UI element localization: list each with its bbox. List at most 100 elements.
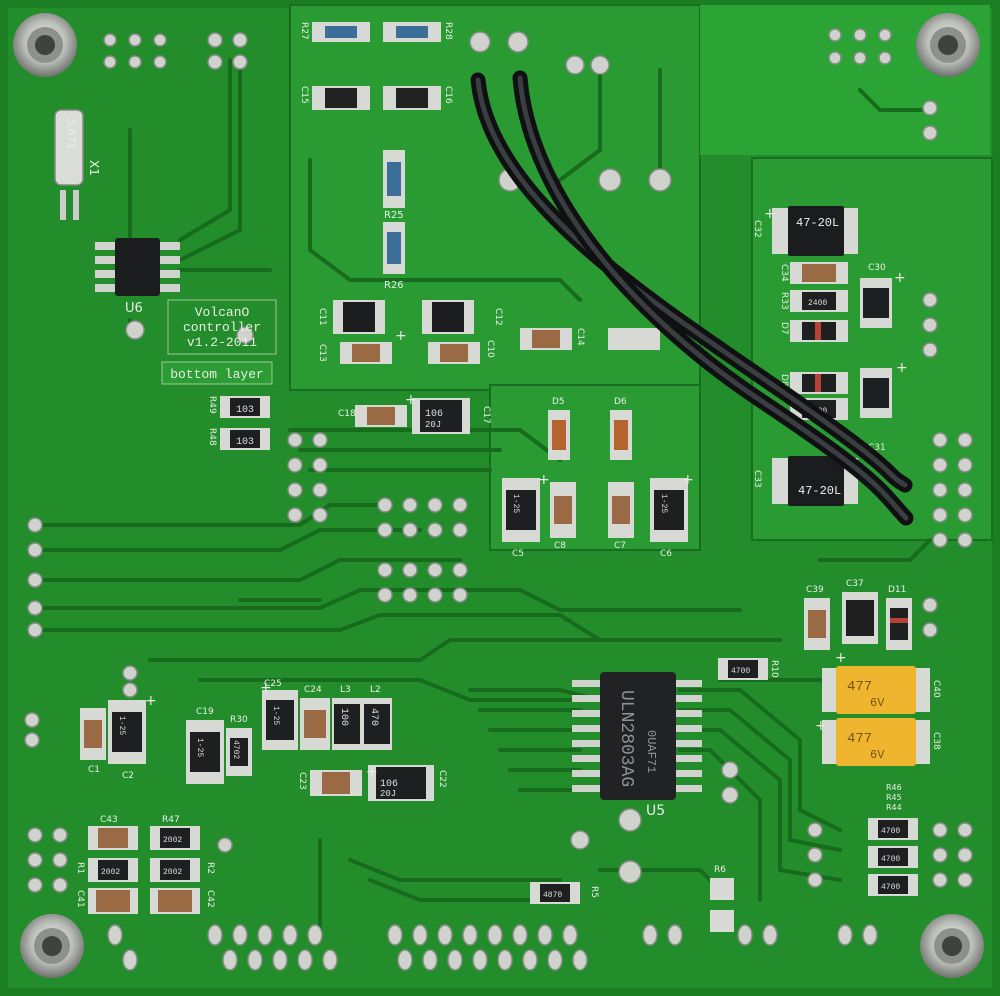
- svg-text:R1: R1: [75, 862, 85, 874]
- svg-text:R46: R46: [886, 783, 902, 792]
- mounting-nut-tl: [13, 13, 77, 77]
- l3-marking: 100: [338, 708, 349, 726]
- svg-text:C40: C40: [931, 680, 941, 698]
- svg-text:R10: R10: [769, 660, 779, 678]
- svg-text:C10: C10: [485, 340, 495, 358]
- c38-marking: 477: [847, 731, 872, 747]
- svg-text:+: +: [815, 718, 827, 734]
- svg-text:R47: R47: [162, 815, 180, 825]
- svg-text:C1: C1: [88, 765, 100, 775]
- svg-text:C25: C25: [264, 679, 282, 689]
- r44-marking: 4700: [881, 883, 900, 892]
- c32-marking: 47-20L: [796, 216, 839, 230]
- r45-marking: 4700: [881, 855, 900, 864]
- svg-text:+: +: [145, 693, 157, 709]
- svg-text:C42: C42: [205, 890, 215, 908]
- board-name-line2: controller: [183, 320, 261, 335]
- svg-text:C16: C16: [443, 86, 453, 104]
- u5-part-number: ULN2803AG: [616, 690, 636, 787]
- svg-text:C43: C43: [100, 815, 118, 825]
- svg-text:R30: R30: [230, 715, 248, 725]
- l2-marking: 470: [368, 708, 379, 726]
- header-pads: [24, 28, 973, 893]
- r30-marking: 4702: [231, 740, 240, 759]
- chip-u5: ULN2803AG 0UAF71 U5: [572, 672, 702, 819]
- svg-text:C31: C31: [868, 443, 886, 453]
- r2-marking: 2002: [163, 868, 182, 877]
- r47-marking: 2002: [163, 836, 182, 845]
- svg-text:D5: D5: [552, 397, 565, 407]
- svg-text:R27: R27: [299, 22, 309, 40]
- svg-text:C38: C38: [931, 732, 941, 750]
- svg-text:R48: R48: [207, 428, 217, 446]
- svg-text:C11: C11: [317, 308, 327, 326]
- u5-label: U5: [646, 803, 665, 819]
- chip-u6: U6: [95, 238, 180, 316]
- svg-text:R6: R6: [714, 865, 726, 875]
- svg-text:C12: C12: [493, 308, 503, 326]
- c40-marking: 477: [847, 679, 872, 695]
- svg-text:C33: C33: [752, 470, 762, 488]
- svg-text:R45: R45: [886, 793, 902, 802]
- c40-voltage: 6V: [870, 696, 885, 710]
- svg-text:+: +: [682, 472, 694, 488]
- board-title-block: VolcanO controller v1.2-2011 bottom laye…: [161, 299, 277, 385]
- c19-marking: 1-25: [195, 738, 204, 757]
- svg-text:R33: R33: [779, 292, 789, 310]
- svg-text:C14: C14: [575, 328, 585, 346]
- svg-text:C37: C37: [846, 579, 864, 589]
- c2-marking: 1-25: [117, 716, 126, 735]
- svg-text:C8: C8: [554, 541, 566, 551]
- c25-marking: 1-25: [271, 706, 280, 725]
- svg-text:+: +: [894, 270, 906, 286]
- svg-text:C30: C30: [868, 263, 886, 273]
- svg-text:+: +: [896, 360, 908, 376]
- svg-text:L3: L3: [340, 685, 351, 695]
- c33-marking: 47-20L: [798, 484, 841, 498]
- svg-text:C41: C41: [75, 890, 85, 908]
- crystal-label: X1: [87, 160, 101, 176]
- u6-label: U6: [125, 301, 143, 316]
- svg-text:C19: C19: [196, 707, 214, 717]
- board-name-line1: VolcanO: [195, 305, 250, 320]
- svg-text:D6: D6: [614, 397, 627, 407]
- c6-marking: 1-25: [659, 494, 668, 513]
- svg-text:C2: C2: [122, 771, 134, 781]
- mounting-nut-bl: [20, 914, 84, 978]
- polarity-marks: + + + + + + + + + + + +: [145, 206, 908, 780]
- traces: [28, 58, 932, 942]
- svg-text:C24: C24: [304, 685, 322, 695]
- svg-text:C22: C22: [437, 770, 447, 788]
- svg-text:R28: R28: [443, 22, 453, 40]
- svg-text:C18: C18: [338, 409, 356, 419]
- r33-marking: 2400: [808, 299, 827, 308]
- c17-marking: 106: [425, 409, 443, 420]
- svg-text:C17: C17: [481, 406, 491, 424]
- c17-marking-2: 20J: [425, 420, 441, 430]
- r1-marking: 2002: [101, 868, 120, 877]
- r49-marking: 103: [236, 405, 254, 416]
- svg-text:C23: C23: [297, 772, 307, 790]
- svg-text:R44: R44: [886, 803, 902, 812]
- u5-lot-code: 0UAF71: [644, 730, 658, 773]
- crystal-x1: 3.871 X1: [54, 109, 101, 220]
- bottom-connector-pads: [107, 924, 878, 971]
- c5-marking: 1-25: [511, 494, 520, 513]
- svg-text:R5: R5: [589, 886, 599, 898]
- svg-text:+: +: [395, 328, 407, 344]
- svg-text:D11: D11: [888, 585, 906, 595]
- svg-text:R25: R25: [384, 210, 404, 221]
- mounting-nut-br: [920, 914, 984, 978]
- crystal-marking: 3.871: [65, 118, 78, 150]
- svg-text:C13: C13: [317, 344, 327, 362]
- designator-labels: R27 R28 C15 C16 R25 R26 C11 C12 C13 C10 …: [75, 22, 941, 908]
- svg-text:+: +: [366, 764, 378, 780]
- r48-marking: 103: [236, 437, 254, 448]
- svg-text:+: +: [538, 472, 550, 488]
- smd-parts: [80, 22, 930, 932]
- svg-text:D7: D7: [779, 322, 789, 335]
- c38-voltage: 6V: [870, 748, 885, 762]
- board-version: v1.2-2011: [187, 335, 257, 350]
- svg-text:C15: C15: [299, 86, 309, 104]
